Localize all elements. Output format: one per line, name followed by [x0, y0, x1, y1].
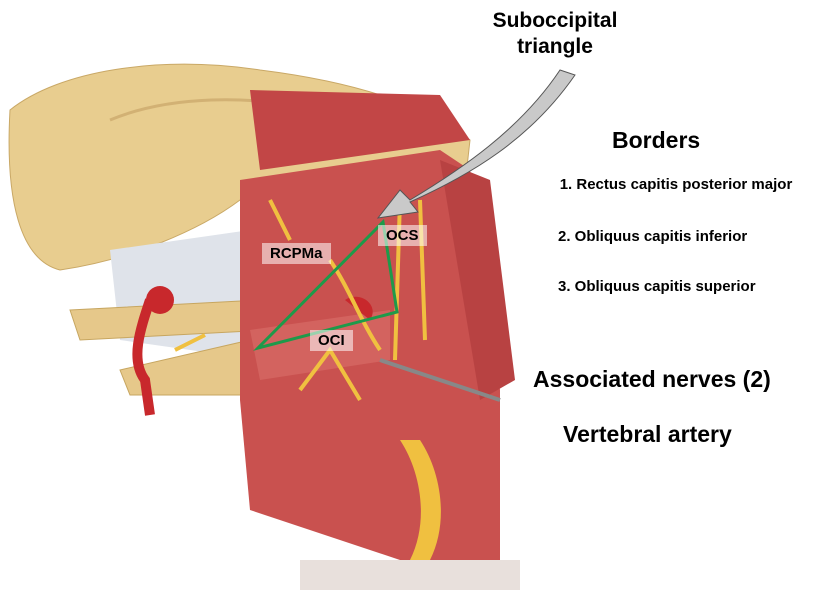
vertebral-artery	[132, 298, 155, 416]
label-rcpma: RCPMa	[262, 243, 331, 264]
title: Suboccipital triangle	[492, 9, 618, 58]
probe	[379, 358, 501, 402]
pointer-arrow	[376, 69, 576, 219]
label-oci: OCI	[310, 330, 353, 351]
associated-nerves: Associated nerves (2)	[533, 366, 771, 392]
border-item-1: 1. Rectus capitis posterior major	[559, 176, 793, 193]
label-ocs: OCS	[378, 225, 427, 246]
border-item-2: 2. Obliquus capitis inferior	[558, 228, 748, 245]
borders-heading: Borders	[612, 127, 701, 153]
vertebral-artery-label: Vertebral artery	[563, 421, 732, 447]
border-item-3: 3. Obliquus capitis superior	[558, 278, 756, 295]
